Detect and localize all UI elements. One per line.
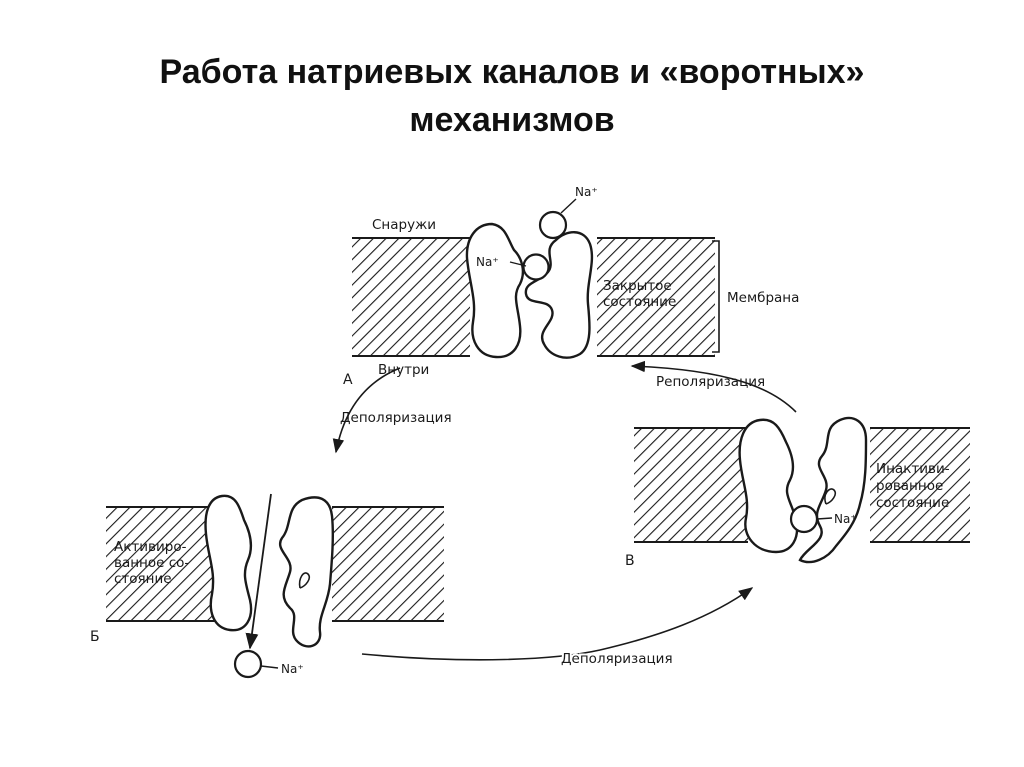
arrow-repolarization (630, 360, 797, 413)
membrane-right-b (332, 507, 444, 621)
na-pointer-b (260, 665, 279, 669)
label-panel-a: А (343, 372, 353, 388)
label-activated-3: стояние (114, 571, 172, 587)
na-ion-gate-c (789, 504, 819, 534)
inactivation-gate-loop-b (298, 572, 311, 589)
slide-title-line-1: Работа натриевых каналов и «воротных» (159, 53, 865, 91)
membrane-left-a (352, 238, 470, 356)
label-outside: Снаружи (372, 217, 436, 233)
label-inactivated-3: состояние (876, 495, 949, 511)
label-inside: Внутри (378, 362, 429, 378)
channel-left-subunit-a (465, 222, 525, 359)
arrow-depolarization-bottom (361, 587, 754, 661)
membrane-right-c (870, 428, 970, 542)
label-repolarization: Реполяризация (656, 374, 765, 390)
label-na-inner-a: Na⁺ (476, 255, 499, 269)
arrow-depolarization-top (332, 367, 401, 454)
na-ion-gate-a (522, 253, 550, 281)
membrane-right-a (597, 238, 715, 356)
membrane-bracket (712, 240, 720, 353)
na-ion-outside-a (538, 210, 568, 240)
label-depolarization-top: Деполяризация (340, 410, 452, 426)
cycle-arrows: Деполяризация Реполяризация Деполяризаци… (332, 360, 797, 669)
slide-title-line-2: механизмов (409, 101, 615, 139)
label-closed-1: Закрытое (603, 278, 672, 294)
ion-flow-arrow (245, 493, 272, 650)
membrane-left-c (634, 428, 748, 542)
label-activated-2: ванное со- (114, 555, 189, 571)
label-inactivated-2: рованное (876, 478, 943, 494)
na-pointer-c (816, 517, 833, 520)
channel-right-subunit-b (279, 496, 335, 648)
channel-left-subunit-b (204, 494, 253, 632)
slide-title: Работа натриевых каналов и «воротных» ме… (0, 48, 1024, 144)
label-na-top-a: Na⁺ (575, 185, 598, 199)
label-membrane: Мембрана (727, 290, 799, 306)
label-activated-1: Активиро- (114, 539, 187, 555)
membrane-left-b (106, 507, 218, 621)
label-na-c: Na⁺ (834, 512, 857, 526)
panel-b-activated-state: Активиро- ванное со- стояние Na⁺ Б (90, 493, 444, 679)
na-pointer-top-a (560, 198, 577, 214)
label-na-b: Na⁺ (281, 662, 304, 676)
channel-right-subunit-a (524, 231, 594, 359)
panel-c-inactivated-state: Инактиви- рованное состояние Na⁺ В (625, 416, 970, 569)
inactivation-gate-loop-c (824, 488, 837, 505)
channel-left-subunit-c (738, 418, 799, 554)
label-closed-2: состояние (603, 294, 676, 310)
label-inactivated-1: Инактиви- (876, 461, 950, 477)
label-panel-c: В (625, 553, 635, 569)
label-depolarization-bottom: Деполяризация (561, 651, 673, 667)
panel-a-closed-state: Снаружи Na⁺ Na⁺ Закрытое состояние Мембр… (343, 185, 799, 388)
na-pointer-inner-a (509, 261, 527, 267)
label-panel-b: Б (90, 629, 100, 645)
na-ion-inside-b (233, 649, 263, 679)
